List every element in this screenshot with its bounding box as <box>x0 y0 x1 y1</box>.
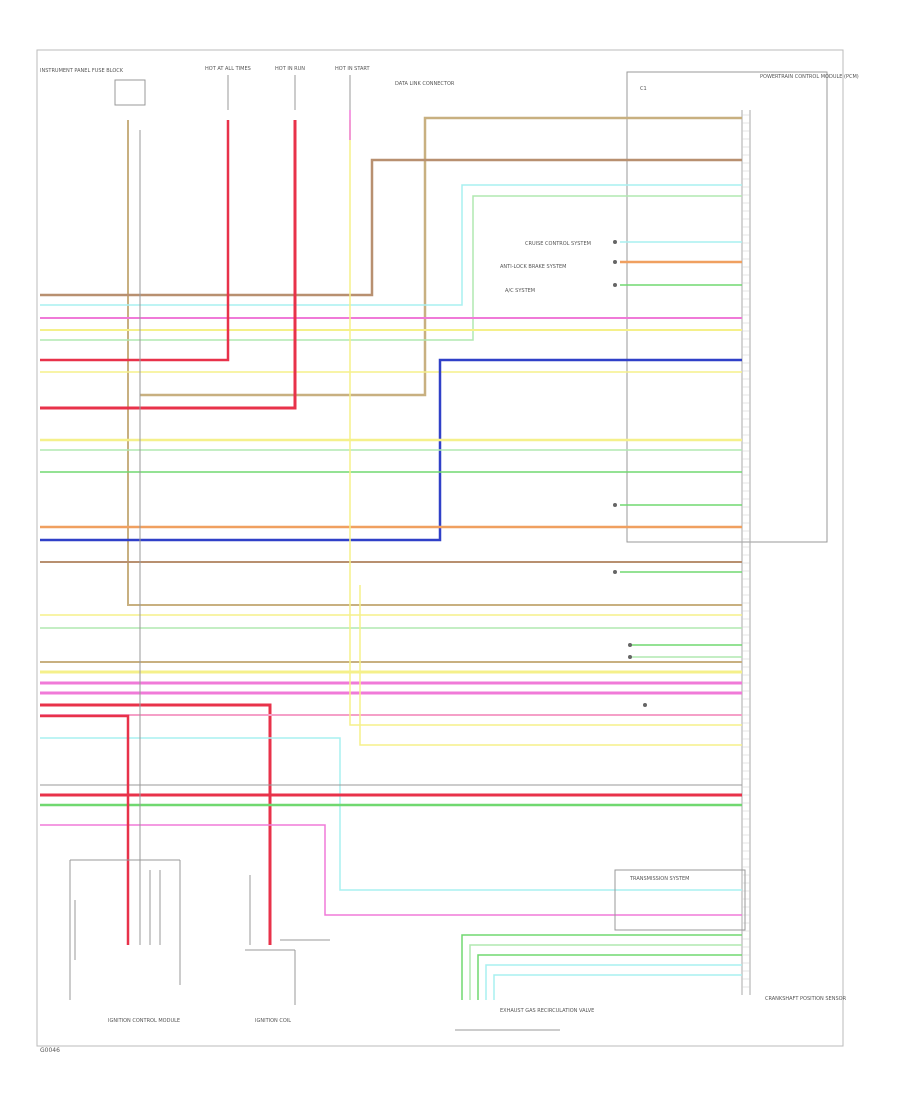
ignition-control-module <box>69 859 181 1000</box>
label-note-trans: TRANSMISSION SYSTEM <box>629 876 689 882</box>
label-ckp: CRANKSHAFT POSITION SENSOR <box>765 996 847 1002</box>
wire-lightgreen-4 <box>40 195 742 341</box>
label-hot-run: HOT IN RUN <box>275 66 305 72</box>
wire-red-29 <box>40 703 272 945</box>
wire-brown-2 <box>40 158 742 297</box>
wire-cyan-34 <box>40 737 742 891</box>
splice-dot <box>613 240 617 244</box>
wire-magenta-38 <box>40 824 742 916</box>
wire-yellow-31 <box>349 120 742 726</box>
wire-group <box>40 110 750 1000</box>
label-dlc: DATA LINK CONNECTOR <box>395 81 455 87</box>
wire-cyan-44 <box>493 974 742 1000</box>
label-connector: C1 <box>640 86 647 92</box>
wire-lightgreen-41 <box>469 944 742 1000</box>
top-fuses <box>114 75 351 110</box>
label-note-ac: A/C SYSTEM <box>505 288 535 294</box>
wire-cyan-3 <box>40 184 742 306</box>
wire-red-39 <box>40 714 130 945</box>
wire-green-40 <box>461 934 742 1000</box>
wire-cyan-43 <box>485 964 742 1000</box>
splice-dot <box>613 503 617 507</box>
wire-tan-0 <box>127 120 742 606</box>
wire-red-13 <box>40 120 297 410</box>
pcm-box <box>626 71 828 543</box>
wire-yellow-33 <box>359 585 742 746</box>
splice-dot <box>613 260 617 264</box>
diagram-frame <box>36 49 844 1047</box>
splice-dot <box>628 643 632 647</box>
label-icm: IGNITION CONTROL MODULE <box>108 1018 180 1024</box>
splice-dot <box>613 570 617 574</box>
footer-code: G0046 <box>40 1047 60 1054</box>
splice-dot <box>628 655 632 659</box>
label-hot-start: HOT IN START <box>335 66 371 72</box>
label-coil: IGNITION COIL <box>255 1018 291 1024</box>
wire-red-10 <box>40 120 230 362</box>
splice-dot <box>613 283 617 287</box>
egr-box <box>614 869 746 931</box>
label-egr: EXHAUST GAS RECIRCULATION VALVE <box>500 1008 594 1014</box>
label-note-cruise: CRUISE CONTROL SYSTEM <box>525 241 591 247</box>
splice-dot <box>643 703 647 707</box>
wire-tan-1 <box>140 116 742 397</box>
label-hot-always: HOT AT ALL TIMES <box>205 66 251 72</box>
label-fuse-block: INSTRUMENT PANEL FUSE BLOCK <box>40 68 124 74</box>
label-pcm: POWERTRAIN CONTROL MODULE (PCM) <box>760 74 859 80</box>
wire-green-42 <box>477 954 742 1000</box>
label-note-abs: ANTI-LOCK BRAKE SYSTEM <box>500 264 566 270</box>
ignition-coil <box>245 939 330 1005</box>
